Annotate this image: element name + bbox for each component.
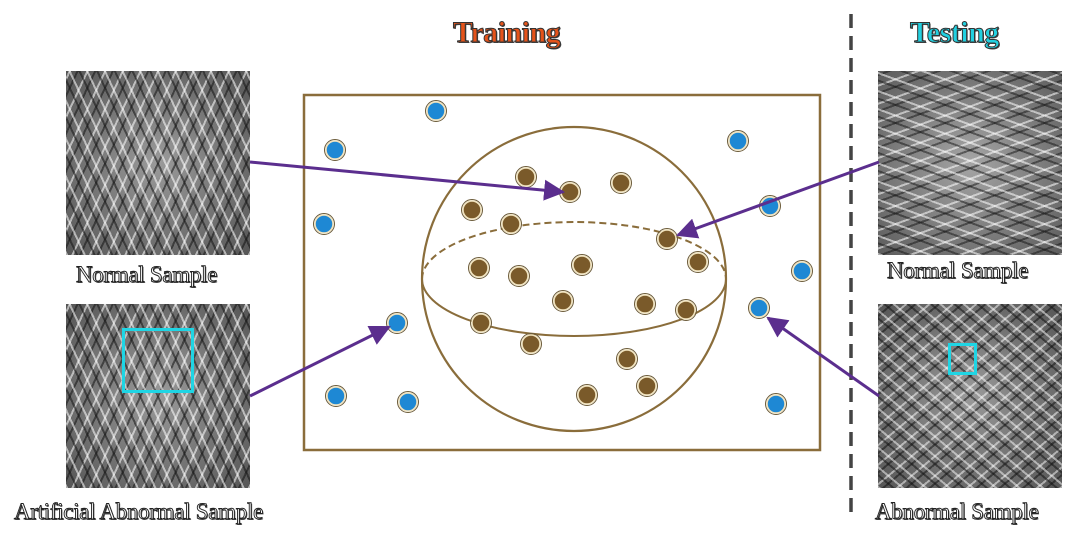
normal-point-outline bbox=[610, 172, 632, 194]
normal-point bbox=[521, 334, 541, 354]
test-abnormal-caption: Abnormal Sample bbox=[875, 499, 1040, 525]
test-abnormal-sample-image bbox=[878, 304, 1062, 488]
normal-point-outline bbox=[500, 213, 522, 235]
normal-point bbox=[688, 252, 708, 272]
abnormal-point-outline bbox=[425, 100, 447, 122]
testing-title: Testing bbox=[910, 16, 1000, 50]
abnormal-point-outline bbox=[313, 213, 335, 235]
normal-point bbox=[469, 258, 489, 278]
abnormal-point bbox=[398, 392, 418, 412]
abnormal-point bbox=[426, 101, 446, 121]
normal-point bbox=[560, 182, 580, 202]
arrow-train-abnormal bbox=[249, 325, 391, 398]
normal-feature-points bbox=[461, 166, 709, 406]
hypersphere-equator-back bbox=[421, 221, 727, 280]
normal-point bbox=[553, 291, 573, 311]
feature-space-frame bbox=[302, 93, 822, 452]
train-artificial-abnormal-sample-image bbox=[66, 304, 250, 488]
abnormal-point-outline bbox=[325, 385, 347, 407]
real-defect-box bbox=[948, 343, 977, 375]
normal-point-outline bbox=[470, 312, 492, 334]
normal-point bbox=[657, 229, 677, 249]
arrow-train-normal bbox=[249, 160, 566, 201]
hypersphere-equator-front bbox=[421, 278, 727, 337]
normal-point-outline bbox=[636, 375, 658, 397]
abnormal-point-outline bbox=[386, 312, 408, 334]
normal-point bbox=[676, 300, 696, 320]
abnormal-point bbox=[326, 386, 346, 406]
train-normal-caption: Normal Sample bbox=[76, 262, 218, 288]
abnormal-point bbox=[766, 394, 786, 414]
training-title: Training bbox=[452, 16, 561, 50]
normal-point bbox=[577, 385, 597, 405]
abnormal-point-outline bbox=[397, 391, 419, 413]
abnormal-point bbox=[792, 261, 812, 281]
train-normal-sample-image bbox=[66, 71, 250, 255]
normal-point bbox=[516, 167, 536, 187]
normal-point-outline bbox=[616, 348, 638, 370]
normal-point bbox=[501, 214, 521, 234]
normal-point-outline bbox=[468, 257, 490, 279]
abnormal-point bbox=[387, 313, 407, 333]
test-normal-sample-image bbox=[878, 71, 1062, 255]
normal-point bbox=[572, 255, 592, 275]
normal-point bbox=[637, 376, 657, 396]
normal-point bbox=[462, 200, 482, 220]
normal-point bbox=[617, 349, 637, 369]
normal-point bbox=[611, 173, 631, 193]
normal-point bbox=[509, 266, 529, 286]
abnormal-point bbox=[314, 214, 334, 234]
hypersphere-boundary bbox=[420, 125, 728, 433]
train-abnormal-caption: Artificial Abnormal Sample bbox=[14, 499, 264, 525]
normal-point-outline bbox=[576, 384, 598, 406]
arrow-test-abnormal bbox=[766, 316, 880, 398]
normal-point bbox=[635, 294, 655, 314]
abnormal-point-outline bbox=[324, 139, 346, 161]
normal-point bbox=[471, 313, 491, 333]
abnormal-feature-points bbox=[313, 100, 813, 415]
abnormal-point bbox=[728, 131, 748, 151]
arrow-test-normal bbox=[676, 160, 880, 239]
abnormal-point-outline bbox=[727, 130, 749, 152]
normal-point-outline bbox=[687, 251, 709, 273]
abnormal-point-outline bbox=[748, 297, 770, 319]
normal-point-outline bbox=[675, 299, 697, 321]
artificial-defect-box bbox=[122, 328, 194, 393]
normal-point-outline bbox=[520, 333, 542, 355]
normal-point-outline bbox=[656, 228, 678, 250]
abnormal-point bbox=[749, 298, 769, 318]
normal-point-outline bbox=[552, 290, 574, 312]
normal-point-outline bbox=[571, 254, 593, 276]
normal-point-outline bbox=[634, 293, 656, 315]
test-normal-caption: Normal Sample bbox=[887, 258, 1029, 284]
abnormal-point bbox=[325, 140, 345, 160]
abnormal-point-outline bbox=[765, 393, 787, 415]
normal-point-outline bbox=[508, 265, 530, 287]
abnormal-point-outline bbox=[791, 260, 813, 282]
normal-point-outline bbox=[461, 199, 483, 221]
